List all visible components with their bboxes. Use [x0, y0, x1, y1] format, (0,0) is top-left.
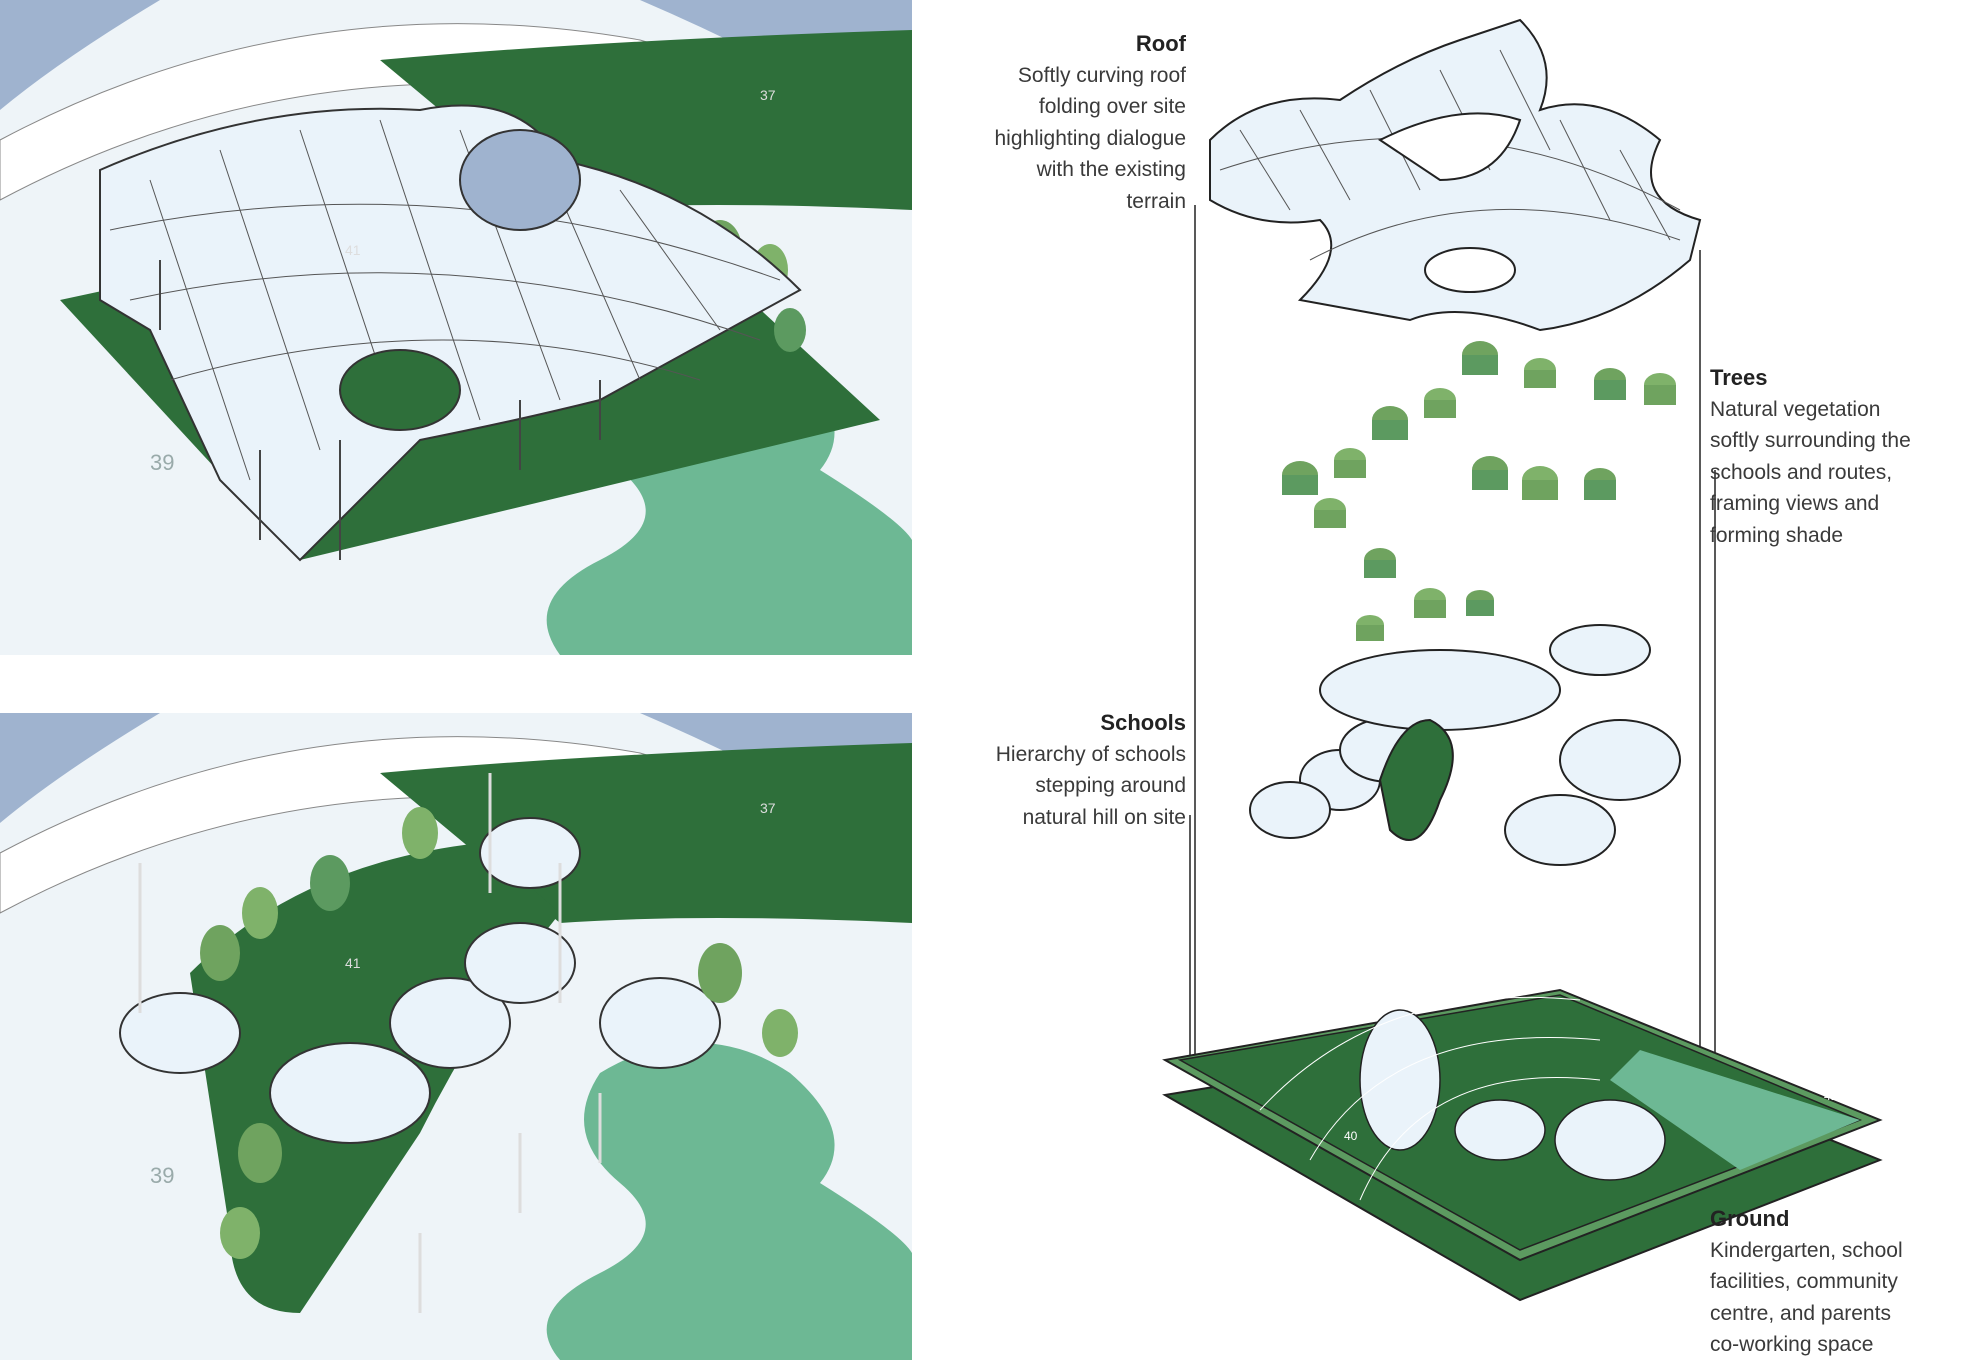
roof-line-2: folding over site	[1038, 95, 1186, 118]
roof-layer	[1209, 18, 1702, 332]
label-roof: Roof Softly curving roof folding over si…	[900, 28, 1187, 217]
roof-opening	[339, 349, 461, 431]
contour-mark-39: 39	[150, 1163, 174, 1188]
ground-layer: 40 41	[1162, 988, 1883, 1302]
aerial-roof-render: 39 41 37	[0, 0, 912, 655]
trees-line-1: Natural vegetation	[1710, 397, 1881, 421]
schools-line-2: stepping around	[1035, 774, 1186, 797]
roof-line-1: Softly curving roof	[1017, 63, 1186, 87]
label-ground: Ground Kindergarten, school facilities, …	[1710, 1203, 1970, 1361]
trees-line-5: forming shade	[1710, 523, 1844, 547]
label-schools: Schools Hierarchy of schools stepping ar…	[900, 707, 1186, 833]
ground-title: Ground	[1710, 1206, 1790, 1231]
roof-opening-2	[459, 129, 581, 231]
columns	[159, 260, 601, 560]
roof-line-4: with the existing	[1036, 158, 1186, 181]
schools-line-3: natural hill on site	[1022, 805, 1186, 829]
contour-mark-39: 39	[150, 450, 174, 475]
trees-title: Trees	[1710, 365, 1768, 390]
ground-line-4: co-working space	[1710, 1333, 1874, 1356]
park-green	[546, 1043, 912, 1360]
ground-line-3: centre, and parents	[1710, 1301, 1891, 1325]
sky-corner	[0, 0, 160, 110]
school-pods	[119, 817, 721, 1144]
roof-line-3: highlighting dialogue	[994, 126, 1187, 150]
schools-title: Schools	[1100, 710, 1186, 735]
roof-line-5: terrain	[1126, 189, 1186, 213]
sky-corner	[0, 713, 160, 823]
ground-mark-41: 41	[1824, 1089, 1838, 1103]
aerial-view-without-roof: 39 41 37	[0, 713, 912, 1360]
trees-line-2: softly surrounding the	[1710, 429, 1911, 452]
ground-line-1: Kindergarten, school	[1710, 1238, 1903, 1262]
ground-line-2: facilities, community	[1710, 1270, 1898, 1293]
trees-cluster	[200, 807, 798, 1259]
trees-layer	[1282, 341, 1676, 641]
roof-title: Roof	[1135, 31, 1186, 56]
contour-mark-41: 41	[345, 955, 361, 971]
contour-mark-37: 37	[760, 87, 776, 103]
label-trees: Trees Natural vegetation softly surround…	[1710, 362, 1970, 551]
trees-line-3: schools and routes,	[1710, 460, 1893, 484]
trees-line-4: framing views and	[1710, 492, 1880, 515]
roof-surface	[99, 104, 802, 562]
roof-grid	[109, 119, 781, 481]
schools-line-1: Hierarchy of schools	[995, 742, 1186, 766]
contour-mark-41: 41	[345, 242, 361, 258]
exploded-axonometric: 40 41	[1162, 18, 1883, 1302]
schools-layer	[1249, 624, 1681, 866]
aerial-schools-render: 39 41 37	[0, 713, 912, 1360]
aerial-view-with-roof: 39 41 37	[0, 0, 912, 655]
contour-mark-37: 37	[760, 800, 776, 816]
columns	[138, 773, 602, 1313]
ground-mark-40: 40	[1344, 1129, 1358, 1143]
